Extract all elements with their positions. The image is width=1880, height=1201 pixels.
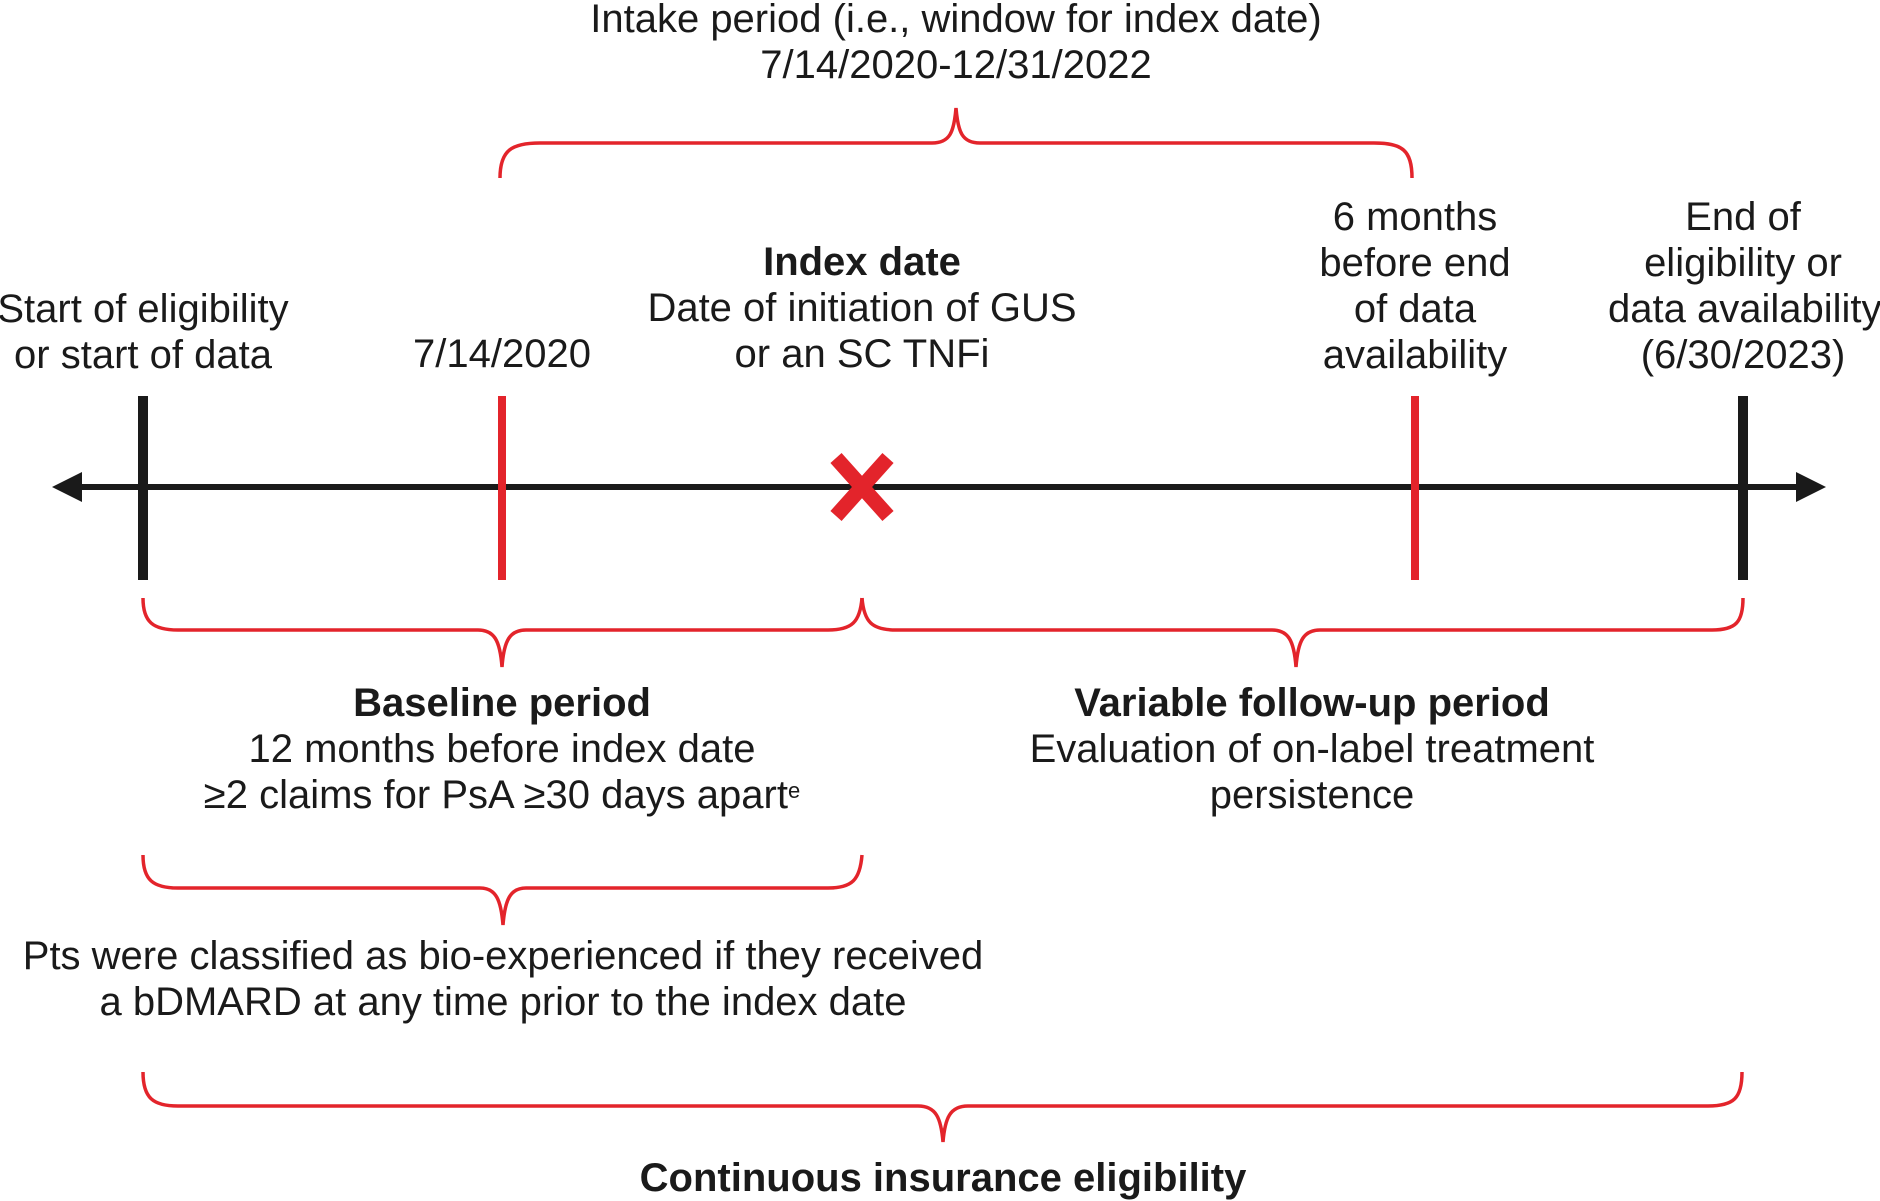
baseline-period-line1: 12 months before index date xyxy=(248,727,756,771)
end-eligibility-line2: eligibility or xyxy=(1644,241,1842,285)
index-date-line2: or an SC TNFi xyxy=(734,332,990,376)
end-eligibility-line3: data availability xyxy=(1608,287,1880,331)
six-months-line2: before end xyxy=(1319,241,1511,285)
start-eligibility-line1: Start of eligibility xyxy=(0,287,289,331)
end-eligibility-label: End of eligibility or data availability … xyxy=(1608,194,1880,378)
six-months-line1: 6 months xyxy=(1332,195,1498,239)
bio-experienced-line2: a bDMARD at any time prior to the index … xyxy=(99,980,907,1024)
baseline-period-label: Baseline period 12 months before index d… xyxy=(152,680,852,818)
followup-period-title: Variable follow-up period xyxy=(1074,681,1550,725)
followup-period-line2: persistence xyxy=(1209,773,1415,817)
followup-period-line1: Evaluation of on-label treatment xyxy=(1029,727,1595,771)
six-months-line3: of data xyxy=(1353,287,1477,331)
continuous-eligibility-title: Continuous insurance eligibility xyxy=(639,1156,1247,1200)
intake-period-brace xyxy=(498,107,1414,179)
continuous-eligibility-brace xyxy=(141,1071,1744,1143)
index-date-x-icon xyxy=(830,452,894,522)
intake-period-title: Intake period (i.e., window for index da… xyxy=(590,0,1322,41)
end-eligibility-line1: End of xyxy=(1685,195,1801,239)
baseline-period-title: Baseline period xyxy=(353,681,651,725)
intake-start-date: 7/14/2020 xyxy=(413,332,591,376)
index-date-title: Index date xyxy=(763,240,961,284)
baseline-period-brace xyxy=(141,597,864,668)
timeline-arrow-left-icon xyxy=(52,472,82,502)
six-months-label: 6 months before end of data availability xyxy=(1295,194,1535,378)
intake-period-range: 7/14/2020-12/31/2022 xyxy=(760,43,1152,87)
start-eligibility-line2: or start of data xyxy=(14,333,272,377)
timeline-arrow-right-icon xyxy=(1796,472,1826,502)
start-eligibility-label: Start of eligibility or start of data xyxy=(0,286,296,378)
six-months-line4: availability xyxy=(1322,333,1508,377)
end-eligibility-line4: (6/30/2023) xyxy=(1640,333,1846,377)
baseline-period-line2: ≥2 claims for PsA ≥30 days aparte xyxy=(203,773,801,817)
intake-start-date-label: 7/14/2020 xyxy=(392,331,612,377)
bio-experienced-label: Pts were classified as bio-experienced i… xyxy=(0,933,1006,1025)
intake-period-label: Intake period (i.e., window for index da… xyxy=(556,0,1356,88)
followup-period-brace xyxy=(860,597,1745,668)
bio-experienced-brace xyxy=(141,854,864,926)
followup-period-label: Variable follow-up period Evaluation of … xyxy=(962,680,1662,818)
continuous-eligibility-label: Continuous insurance eligibility xyxy=(543,1155,1343,1201)
index-date-line1: Date of initiation of GUS xyxy=(647,286,1077,330)
bio-experienced-line1: Pts were classified as bio-experienced i… xyxy=(22,934,984,978)
index-date-label: Index date Date of initiation of GUS or … xyxy=(612,239,1112,377)
baseline-footnote: e xyxy=(787,778,801,803)
